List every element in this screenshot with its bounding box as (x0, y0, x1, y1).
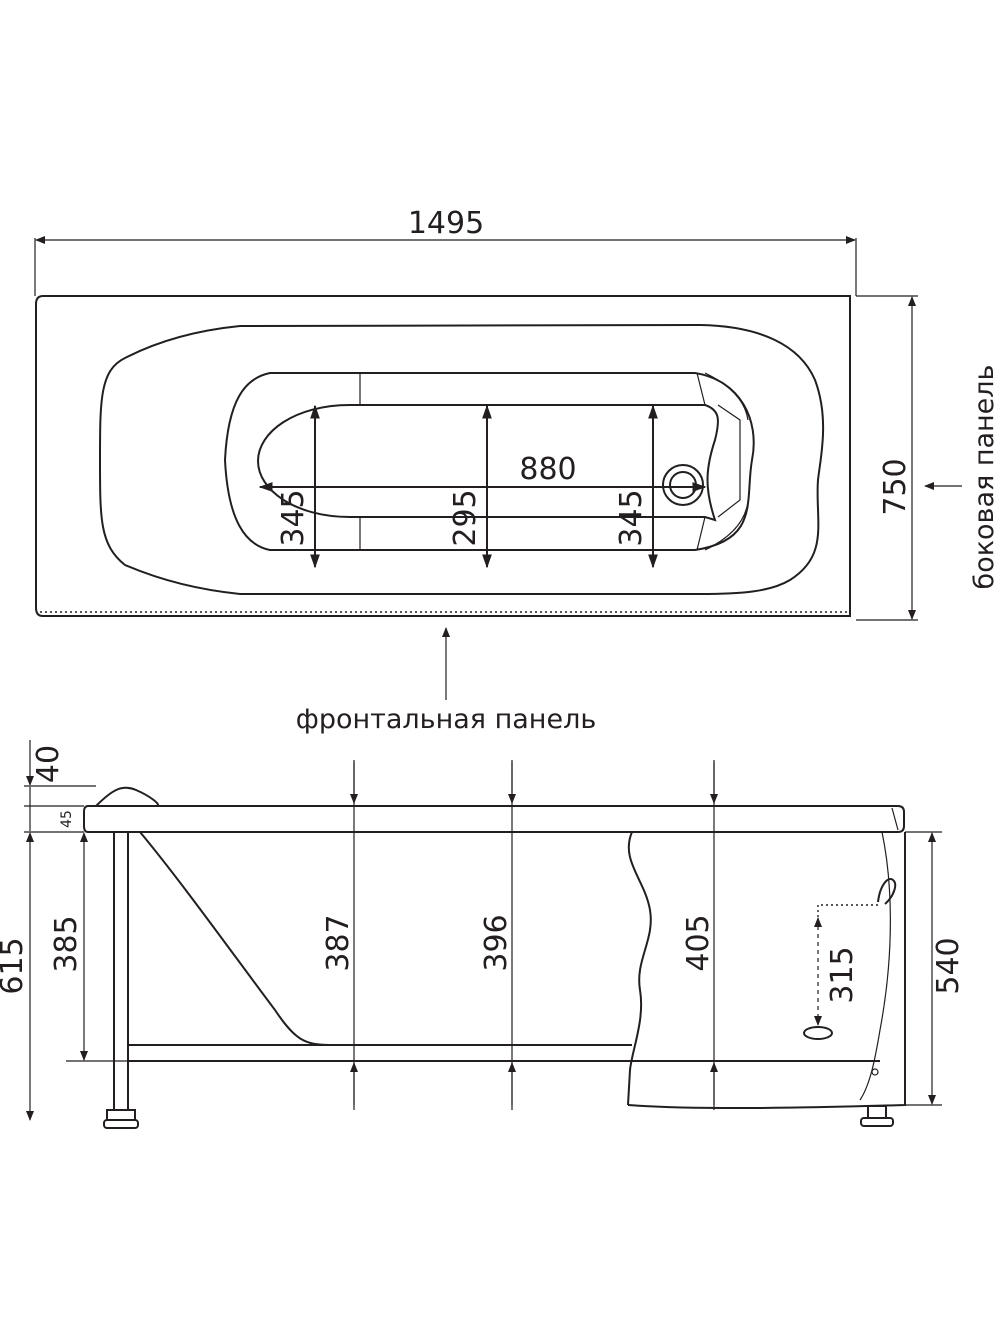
drain-inner (669, 471, 697, 499)
rim-profile (83, 805, 905, 833)
depth-mid-label: 396 (479, 914, 514, 971)
leg-foot-right-top (867, 1105, 887, 1119)
rim-overhang-label: 45 (59, 810, 75, 828)
inner-length-label: 880 (519, 452, 576, 487)
headrest-contour (696, 372, 749, 551)
panel-inner-curve (859, 831, 891, 1101)
depth-left-label: 387 (321, 914, 356, 971)
outer-bowl (98, 323, 825, 595)
front-panel-body (627, 832, 906, 1110)
cutaway-edge (627, 831, 652, 1106)
overflow-height-label: 315 (825, 946, 860, 1003)
leg-foot-left (103, 1119, 139, 1129)
frame-leg (113, 831, 129, 1111)
overflow-guide (817, 904, 878, 925)
inner-width-mid-label: 295 (448, 489, 483, 546)
rim-end-detail (891, 807, 899, 831)
inner-width-right-label: 345 (614, 489, 649, 546)
leg-foot-left-top (106, 1109, 136, 1121)
leg-foot-right (860, 1117, 894, 1127)
basin-floor (256, 404, 719, 522)
width-label: 750 (878, 458, 913, 515)
side-panel-label: боковая панель (969, 365, 1000, 590)
headrest-bump (95, 786, 160, 807)
depth-right-label: 405 (681, 914, 716, 971)
top-view: 1495 880 345 295 345 750 (34, 206, 1000, 735)
leg-height-label: 385 (49, 915, 84, 972)
length-label: 1495 (408, 206, 484, 241)
inner-basin (223, 372, 755, 551)
total-height-label: 615 (0, 937, 30, 994)
panel-screw (871, 1068, 879, 1076)
side-view: 315 387 396 405 40 45 615 385 540 (0, 740, 966, 1129)
rim-thickness-label: 40 (31, 745, 66, 783)
tub-outer-rim (35, 295, 851, 617)
panel-height-label: 540 (931, 937, 966, 994)
bowl-profile (139, 831, 630, 1046)
front-panel-label: фронтальная панель (296, 704, 597, 735)
overflow-fitting (877, 878, 897, 905)
inner-width-left-label: 345 (276, 489, 311, 546)
drain-fitting (803, 1026, 833, 1040)
